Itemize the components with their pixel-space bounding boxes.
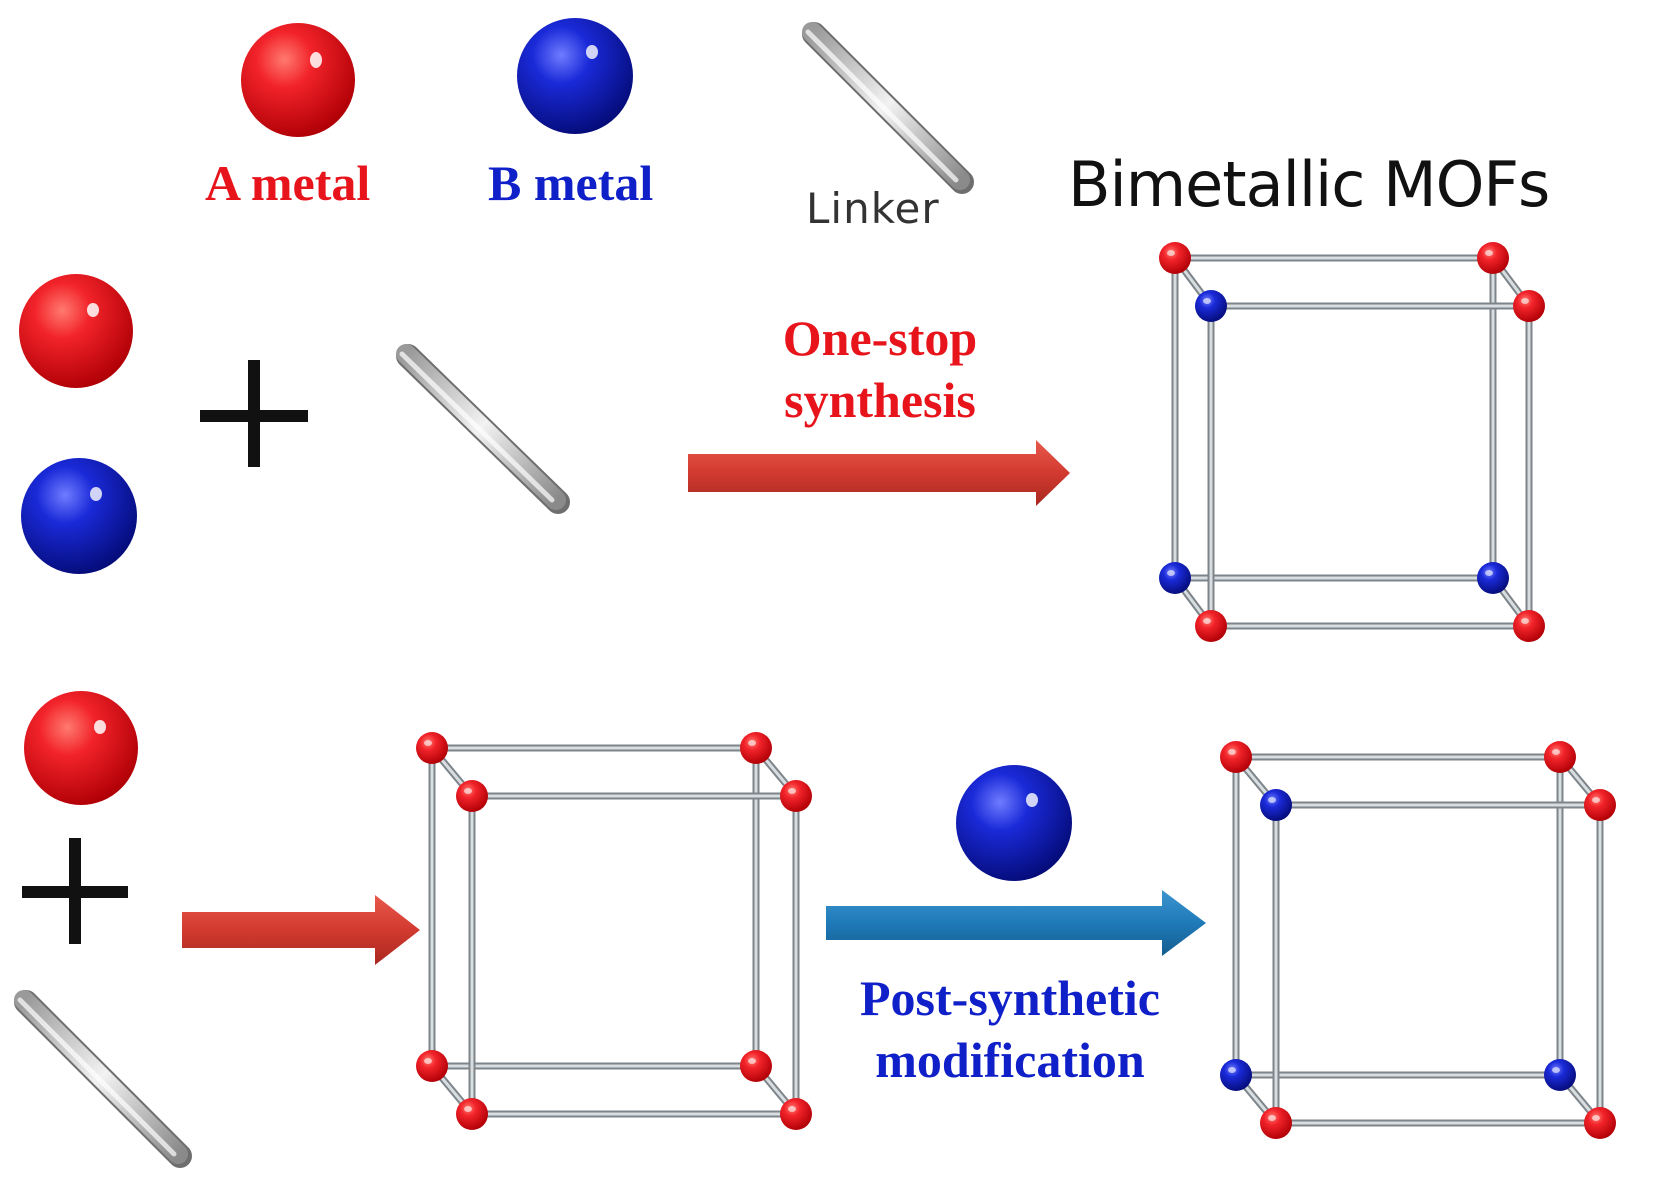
- b-metal-node: [1195, 290, 1227, 322]
- legend-a-metal-sphere: [241, 23, 355, 137]
- node-highlight: [748, 740, 756, 746]
- plus-sign-row1: [200, 360, 308, 467]
- node-highlight: [1167, 570, 1175, 576]
- b-metal-node: [1260, 789, 1292, 821]
- node-highlight: [1167, 250, 1175, 256]
- node-highlight: [1268, 1115, 1276, 1121]
- reactant-linker-rod-row1: [396, 344, 570, 514]
- post-synthetic-modification-label: Post-synthetic modification: [835, 967, 1185, 1091]
- diagram-title: Bimetallic MOFs: [1068, 148, 1550, 221]
- a-metal-node: [1544, 741, 1576, 773]
- node-highlight: [788, 1106, 796, 1112]
- a-metal-node: [1260, 1107, 1292, 1139]
- legend-b-metal-label: B metal: [488, 155, 654, 211]
- b-metal-node: [1477, 562, 1509, 594]
- a-metal-node: [416, 1050, 448, 1082]
- reactant-linker-rod-row2: [14, 990, 192, 1168]
- node-highlight: [1592, 797, 1600, 803]
- a-metal-node: [740, 732, 772, 764]
- node-highlight: [1521, 298, 1529, 304]
- a-metal-node: [780, 780, 812, 812]
- b-metal-node: [1159, 562, 1191, 594]
- a-metal-node: [1195, 610, 1227, 642]
- one-stop-synthesis-label: One-stop synthesis: [745, 307, 1015, 431]
- legend-b-metal-sphere: [517, 18, 633, 134]
- a-metal-node: [456, 780, 488, 812]
- legend-linker-rod: [802, 22, 974, 194]
- node-highlight: [1521, 618, 1529, 624]
- node-highlight: [748, 1058, 756, 1064]
- post-synthetic-arrow: [826, 890, 1206, 956]
- reactant-b-metal-sphere-row1: [21, 458, 137, 574]
- a-metal-node: [1584, 1107, 1616, 1139]
- bimetallic-mof-cube-one-stop: [1159, 242, 1545, 642]
- reactant-a-metal-sphere-row2: [24, 691, 138, 805]
- node-highlight: [1228, 1067, 1236, 1073]
- a-metal-node: [456, 1098, 488, 1130]
- a-metal-node: [740, 1050, 772, 1082]
- node-highlight: [788, 788, 796, 794]
- reactant-a-metal-sphere-row1: [19, 274, 133, 388]
- node-highlight: [1228, 749, 1236, 755]
- one-stop-arrow: [688, 440, 1070, 506]
- legend-linker-label: Linker: [806, 184, 940, 233]
- a-metal-node: [1513, 290, 1545, 322]
- a-metal-node: [1584, 789, 1616, 821]
- b-metal-node: [1544, 1059, 1576, 1091]
- b-metal-node: [1220, 1059, 1252, 1091]
- a-metal-node: [1513, 610, 1545, 642]
- node-highlight: [1268, 797, 1276, 803]
- a-metal-node: [1477, 242, 1509, 274]
- node-highlight: [1203, 298, 1211, 304]
- bimetallic-mof-cube-post-synthetic: [1220, 741, 1616, 1139]
- node-highlight: [424, 1058, 432, 1064]
- node-highlight: [464, 1106, 472, 1112]
- post-synthetic-line2: modification: [875, 1032, 1145, 1088]
- one-stop-line2: synthesis: [784, 372, 976, 428]
- node-highlight: [424, 740, 432, 746]
- post-synthetic-b-metal-sphere: [956, 765, 1072, 881]
- plus-sign-row2: [22, 838, 128, 944]
- node-highlight: [1552, 1067, 1560, 1073]
- node-highlight: [464, 788, 472, 794]
- a-metal-node: [1159, 242, 1191, 274]
- node-highlight: [1485, 250, 1493, 256]
- post-synthetic-line1: Post-synthetic: [860, 970, 1160, 1026]
- node-highlight: [1485, 570, 1493, 576]
- a-metal-node: [1220, 741, 1252, 773]
- monometallic-mof-cube: [416, 732, 812, 1130]
- a-metal-node: [416, 732, 448, 764]
- a-metal-node: [780, 1098, 812, 1130]
- legend-a-metal-label: A metal: [205, 155, 371, 211]
- node-highlight: [1592, 1115, 1600, 1121]
- node-highlight: [1552, 749, 1560, 755]
- node-highlight: [1203, 618, 1211, 624]
- synthesis-arrow-row2: [182, 895, 420, 965]
- one-stop-line1: One-stop: [782, 310, 978, 366]
